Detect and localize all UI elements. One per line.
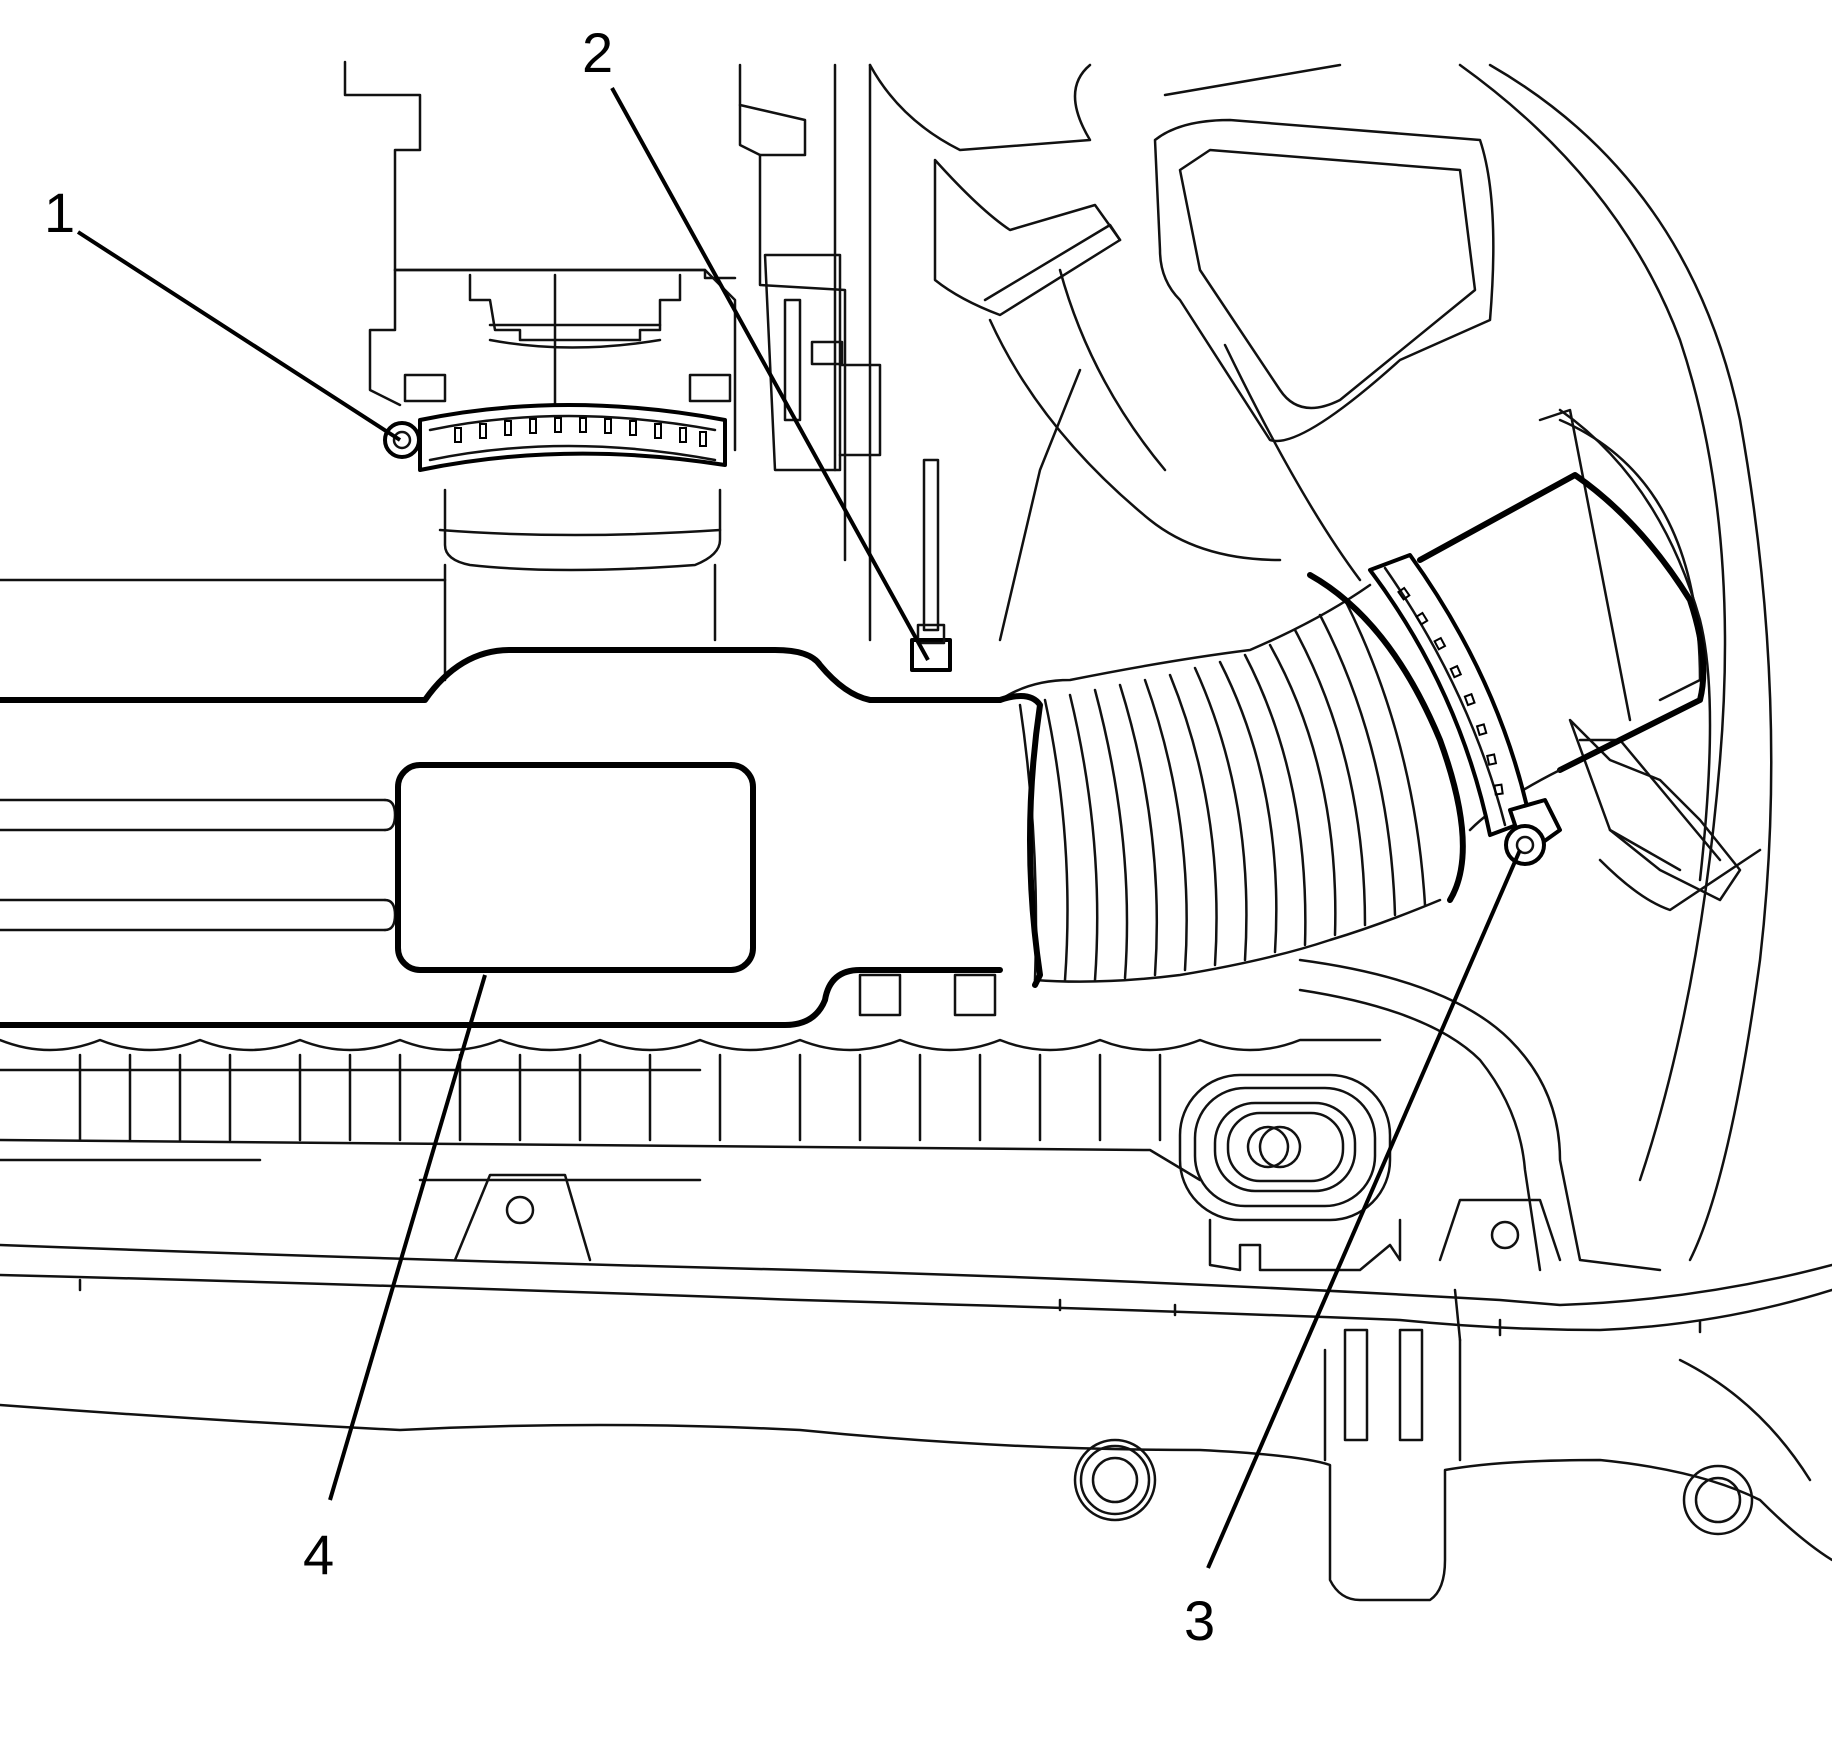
leader-lines (76, 87, 1522, 1569)
resonator-window (395, 762, 756, 973)
upper-clamp (383, 403, 727, 472)
upper-clamp-screw (383, 421, 421, 459)
callout-2: 2 (582, 21, 613, 84)
callout-4: 4 (303, 1523, 334, 1586)
background-structure (0, 60, 1832, 1602)
lower-clamp (1368, 553, 1562, 866)
grommet (1178, 1073, 1402, 1272)
lower-clamp-screw (1504, 824, 1546, 866)
callout-3: 3 (1184, 1589, 1215, 1652)
leader-4 (328, 974, 487, 1501)
leader-2 (610, 87, 930, 661)
leader-3 (1206, 849, 1522, 1569)
leader-1 (76, 230, 402, 442)
bellows-ribs (1018, 598, 1427, 982)
radiator-fins (78, 1053, 1162, 1142)
callout-1: 1 (44, 181, 75, 244)
callout-labels: 1 2 3 4 (44, 21, 1215, 1652)
air-duct-assembly (0, 403, 1707, 1028)
